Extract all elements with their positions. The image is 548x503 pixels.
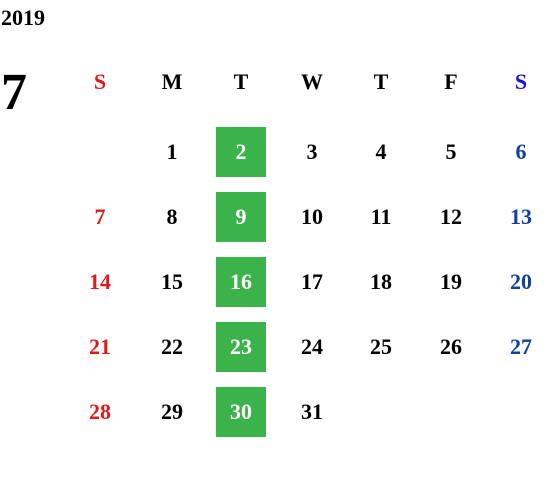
day-cell[interactable]: 27	[510, 334, 532, 359]
day-cell[interactable]: 21	[89, 334, 111, 359]
day-cell[interactable]: 1	[166, 139, 178, 164]
day-cell[interactable]: 14	[89, 269, 111, 294]
weekday-header-sun: S	[93, 69, 107, 94]
day-cell[interactable]: 28	[89, 399, 111, 424]
day-cell[interactable]: 6	[515, 139, 527, 164]
day-cell[interactable]: 22	[161, 334, 183, 359]
day-cell[interactable]: 26	[440, 334, 462, 359]
weekday-header-tue: T	[233, 69, 249, 94]
day-cell[interactable]: 5	[445, 139, 457, 164]
day-cell[interactable]: 13	[510, 204, 532, 229]
highlighted-day-cell[interactable]: 2	[216, 127, 266, 177]
day-cell[interactable]: 18	[370, 269, 392, 294]
day-cell[interactable]: 3	[306, 139, 318, 164]
day-cell[interactable]: 31	[301, 399, 323, 424]
weekday-header-wed: W	[301, 69, 323, 94]
day-cell[interactable]: 10	[301, 204, 323, 229]
highlighted-day-cell[interactable]: 23	[216, 322, 266, 372]
day-cell[interactable]: 25	[370, 334, 392, 359]
day-cell[interactable]: 19	[440, 269, 462, 294]
highlighted-day-cell[interactable]: 16	[216, 257, 266, 307]
day-cell[interactable]: 11	[370, 204, 392, 229]
day-cell[interactable]: 17	[301, 269, 323, 294]
day-cell[interactable]: 20	[510, 269, 532, 294]
weekday-header-fri: F	[444, 69, 458, 94]
month-label: 7	[1, 64, 27, 121]
day-cell[interactable]: 8	[166, 204, 178, 229]
weekday-header-sat: S	[514, 69, 528, 94]
weekday-header-thu: T	[373, 69, 389, 94]
year-label: 2019	[1, 5, 45, 30]
day-cell[interactable]: 7	[94, 204, 106, 229]
highlighted-day-cell[interactable]: 30	[216, 387, 266, 437]
day-cell[interactable]: 24	[301, 334, 323, 359]
highlighted-day-cell[interactable]: 9	[216, 192, 266, 242]
day-cell[interactable]: 29	[161, 399, 183, 424]
day-cell[interactable]: 15	[161, 269, 183, 294]
day-cell[interactable]: 4	[375, 139, 387, 164]
weekday-header-mon: M	[161, 69, 183, 94]
day-cell[interactable]: 12	[440, 204, 462, 229]
